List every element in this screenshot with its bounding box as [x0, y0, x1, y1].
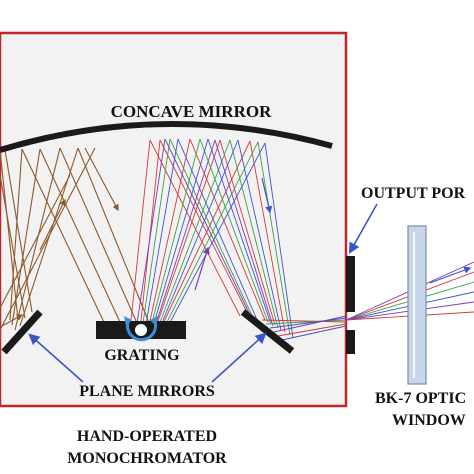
concave-mirror-label: CONCAVE MIRROR — [111, 102, 272, 121]
rotation-arrow-icon — [126, 321, 157, 342]
monochromator-label-line1: HAND-OPERATED — [77, 428, 217, 445]
rotation-arrow-head-right-icon — [150, 316, 158, 326]
output-port-label: OUTPUT POR — [361, 185, 466, 202]
output-port-lower-jaw — [346, 330, 355, 354]
callout-arrows — [28, 203, 378, 383]
output-port-upper-jaw — [346, 256, 355, 312]
grating-label: GRATING — [104, 347, 180, 364]
window-label-line2: WINDOW — [392, 412, 466, 429]
concave-mirror — [0, 120, 333, 153]
plane-mirrors-label: PLANE MIRRORS — [79, 383, 215, 400]
dispersed-rays — [129, 138, 294, 339]
monochromator-label-line2: MONOCHROMATOR — [67, 450, 227, 467]
bk7-window — [407, 225, 427, 385]
grating-pivot — [135, 324, 147, 336]
right-plane-mirror — [240, 309, 295, 354]
rotation-arrow-head-left-icon — [124, 316, 132, 326]
window-label-line1: BK-7 OPTIC — [375, 390, 466, 407]
input-beam-rays — [0, 147, 151, 336]
left-plane-mirror — [1, 309, 43, 355]
